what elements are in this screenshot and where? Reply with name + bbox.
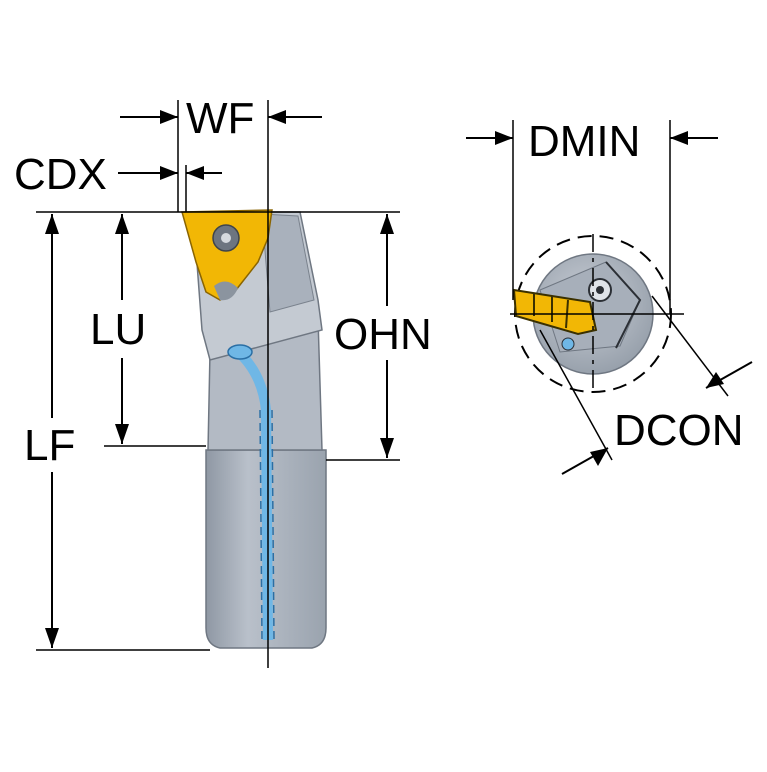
label-lu: LU	[90, 305, 146, 354]
label-wf: WF	[186, 94, 254, 143]
head-outline	[605, 261, 642, 349]
label-ohn: OHN	[334, 310, 432, 359]
dim-lu: LU	[90, 214, 146, 444]
dcon-extension-a	[539, 329, 613, 461]
dim-dmin: DMIN	[466, 117, 718, 166]
insert-pocket	[214, 281, 238, 301]
dim-cdx: CDX	[14, 150, 222, 199]
coolant-hole	[561, 337, 575, 351]
dim-lf: LF	[24, 214, 75, 648]
screw-torx-icon	[221, 233, 231, 243]
coolant-outlet	[227, 344, 253, 360]
label-lf: LF	[24, 421, 75, 470]
label-dcon: DCON	[614, 406, 744, 455]
side-view	[177, 100, 327, 668]
end-screw-torx-icon	[596, 286, 604, 294]
dim-ohn: OHN	[334, 214, 432, 458]
end-view	[510, 120, 729, 461]
label-cdx: CDX	[14, 150, 107, 199]
dim-dcon: DCON	[561, 361, 753, 475]
label-dmin: DMIN	[528, 117, 640, 166]
dim-wf: WF	[120, 94, 322, 143]
